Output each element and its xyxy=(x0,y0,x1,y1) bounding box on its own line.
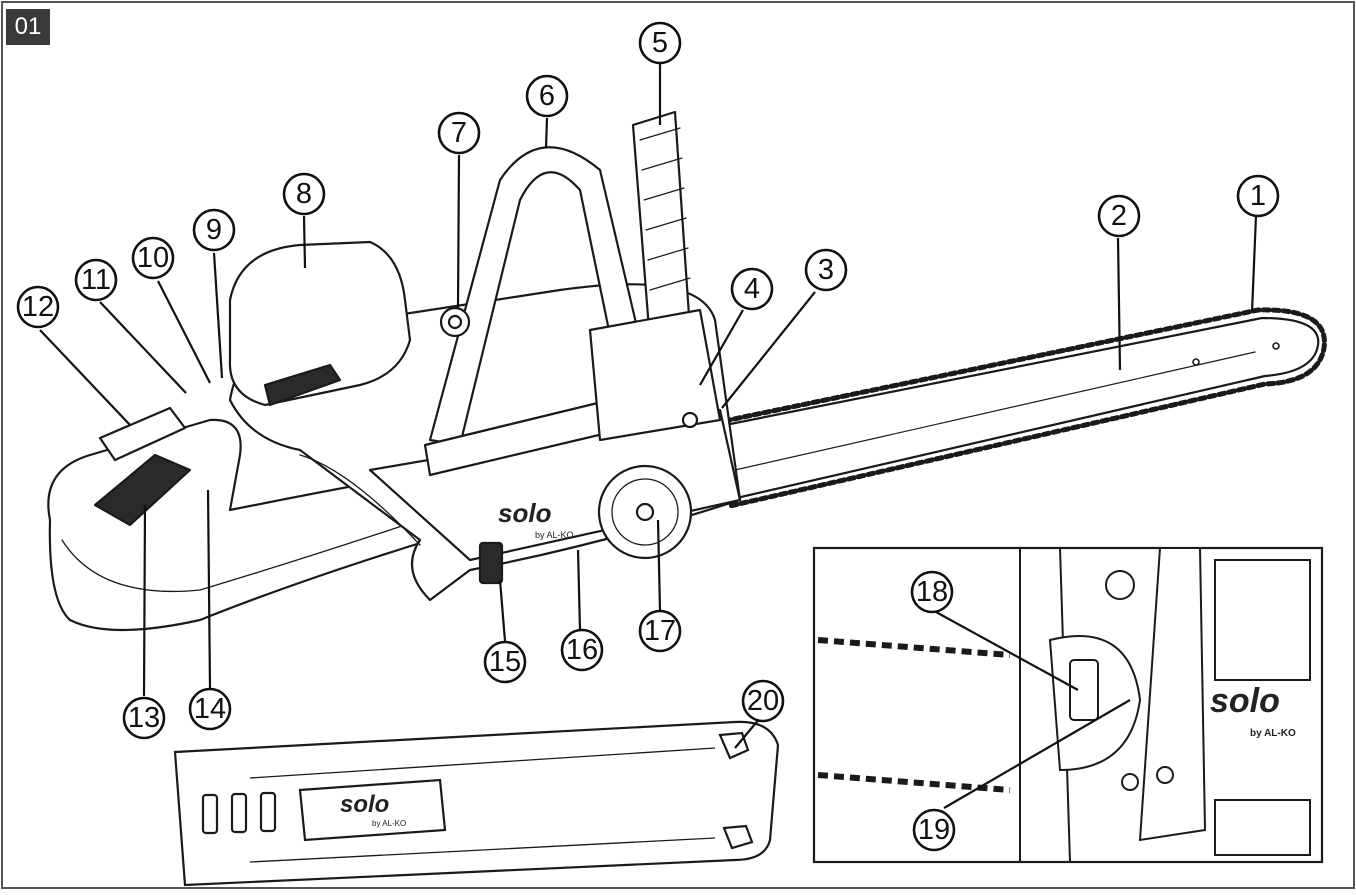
callout-1-label: 1 xyxy=(1250,180,1266,212)
callout-2: 2 xyxy=(1097,194,1141,238)
chain-guard-illustration xyxy=(173,720,780,887)
callout-6: 6 xyxy=(525,74,569,118)
callout-5-label: 5 xyxy=(652,27,668,59)
callout-8-label: 8 xyxy=(296,178,312,210)
callout-14-label: 14 xyxy=(194,693,226,725)
callout-19-label: 19 xyxy=(918,814,950,846)
callout-9: 9 xyxy=(192,208,236,252)
callout-7-label: 7 xyxy=(451,117,467,149)
callout-12-label: 12 xyxy=(22,291,54,323)
callout-2-label: 2 xyxy=(1111,200,1127,232)
callout-20-label: 20 xyxy=(747,685,779,717)
callout-11: 11 xyxy=(74,258,118,302)
figure-number-badge: 01 xyxy=(6,9,50,45)
callout-5: 5 xyxy=(638,21,682,65)
lock-switch xyxy=(478,541,504,585)
callout-17-label: 17 xyxy=(644,615,676,647)
chainsaw-illustration xyxy=(47,110,1327,632)
guide-bar-inner xyxy=(734,351,1256,471)
callout-14: 14 xyxy=(188,687,232,731)
guide-bar xyxy=(698,316,1320,502)
callout-19: 19 xyxy=(912,808,956,852)
callout-3: 3 xyxy=(804,248,848,292)
logo-inset-sub: by AL-KO xyxy=(1250,728,1296,739)
callout-15: 15 xyxy=(483,640,527,684)
callout-4-label: 4 xyxy=(744,273,760,305)
callout-20: 20 xyxy=(741,679,785,723)
callout-6-label: 6 xyxy=(539,80,555,112)
callout-18-label: 18 xyxy=(916,576,948,608)
logo-cover: solo xyxy=(340,791,389,818)
callout-11-label: 11 xyxy=(81,264,111,296)
callout-7: 7 xyxy=(437,111,481,155)
callout-10-label: 10 xyxy=(137,242,169,274)
logo-chainsaw-sub: by AL-KO xyxy=(535,530,574,540)
callout-12: 12 xyxy=(16,285,60,329)
saw-chain-top xyxy=(702,307,1327,509)
callout-4: 4 xyxy=(730,267,774,311)
callout-9-label: 9 xyxy=(206,214,222,246)
callout-13: 13 xyxy=(122,696,166,740)
logo-cover-sub: by AL-KO xyxy=(372,819,406,828)
callout-16: 16 xyxy=(560,628,604,672)
callout-16-label: 16 xyxy=(566,634,598,666)
logo-chainsaw: solo xyxy=(498,498,552,528)
callout-18: 18 xyxy=(910,570,954,614)
callout-3-label: 3 xyxy=(818,254,834,286)
logo-inset: solo xyxy=(1210,682,1280,720)
callout-10: 10 xyxy=(131,236,175,280)
callout-1: 1 xyxy=(1236,174,1280,218)
callout-15-label: 15 xyxy=(489,646,521,678)
leader-lines xyxy=(39,63,1258,809)
battery-pack xyxy=(228,240,412,407)
switch-grip xyxy=(93,453,192,527)
callout-17: 17 xyxy=(638,609,682,653)
detail-inset: solo by AL-KO xyxy=(812,546,1324,864)
callout-13-label: 13 xyxy=(128,702,160,734)
callout-8: 8 xyxy=(282,172,326,216)
